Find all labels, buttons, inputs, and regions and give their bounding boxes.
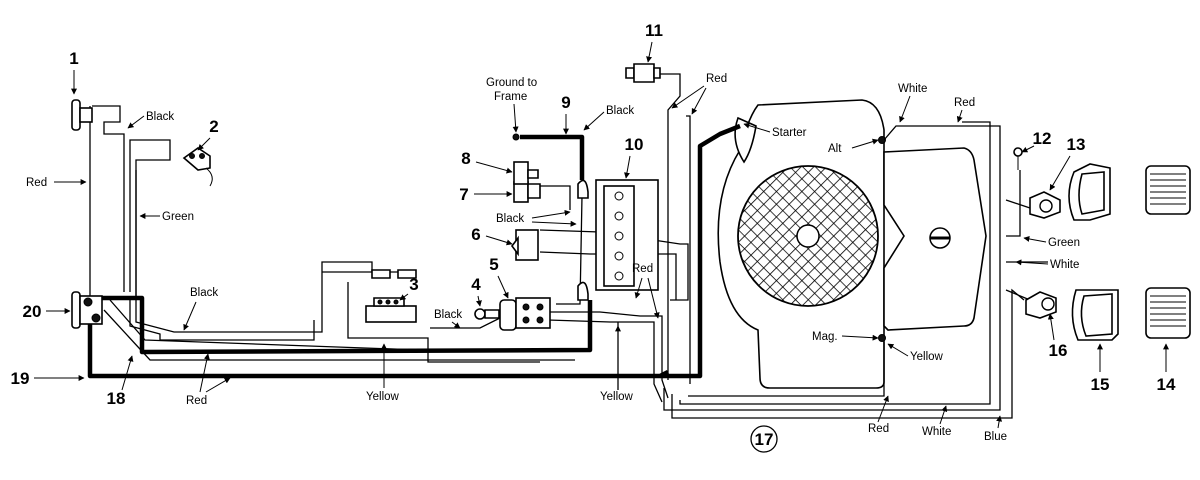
label-yellow-right: Yellow — [910, 351, 944, 363]
callouts: 1 2 3 4 5 6 7 8 9 10 11 12 13 14 15 16 1… — [11, 21, 1176, 408]
callout-20: 20 — [23, 302, 42, 321]
label-red-top-right: Red — [954, 97, 975, 109]
label-white-top: White — [898, 83, 927, 95]
component-14 — [1145, 165, 1191, 339]
component-3 — [365, 269, 417, 323]
component-16 — [1025, 291, 1057, 319]
label-black-lower-mid: Black — [434, 309, 462, 321]
label-red-bottom-right: Red — [868, 423, 889, 435]
callout-1: 1 — [69, 49, 78, 68]
label-starter: Starter — [772, 127, 807, 139]
label-blue-bottom: Blue — [984, 431, 1007, 443]
callout-14: 14 — [1157, 375, 1176, 394]
label-mag: Mag. — [812, 331, 838, 343]
label-red-mid: Red — [632, 263, 653, 275]
callout-4: 4 — [471, 275, 481, 294]
component-8 — [513, 161, 539, 185]
component-6 — [511, 229, 539, 261]
label-alt: Alt — [828, 143, 842, 155]
callout-3: 3 — [409, 275, 418, 294]
label-black-top: Black — [146, 111, 174, 123]
label-green-right: Green — [1048, 237, 1080, 249]
callout-11: 11 — [645, 21, 663, 40]
label-black-mid: Black — [496, 213, 524, 225]
component-5 — [499, 297, 551, 331]
callout-2: 2 — [209, 117, 218, 136]
component-10 — [577, 179, 659, 301]
component-11 — [625, 63, 661, 83]
callout-15: 15 — [1091, 375, 1110, 394]
label-ground-line2: Frame — [494, 91, 527, 103]
label-white-right: White — [1050, 259, 1079, 271]
callout-12: 12 — [1033, 129, 1052, 148]
flywheel-hub — [796, 224, 820, 248]
label-green-left: Green — [162, 211, 194, 223]
component-4 — [474, 308, 500, 320]
callout-9: 9 — [561, 93, 570, 112]
label-red-left: Red — [26, 177, 47, 189]
component-7 — [513, 181, 541, 203]
callout-10: 10 — [625, 135, 644, 154]
callout-17-ring — [750, 425, 778, 453]
callout-5: 5 — [489, 255, 498, 274]
wire-labels: Black Red Green Black Red Yellow Ground … — [26, 73, 1080, 443]
callout-19: 19 — [11, 369, 30, 388]
label-ground-line1: Ground to — [486, 77, 537, 89]
callout-13: 13 — [1067, 135, 1086, 154]
label-black-lower-left: Black — [190, 287, 218, 299]
callout-8: 8 — [461, 149, 470, 168]
callout-17: 17 — [755, 430, 774, 449]
component-13 — [1029, 163, 1111, 221]
callout-6: 6 — [471, 225, 480, 244]
callout-16: 16 — [1049, 341, 1068, 360]
callout-7: 7 — [459, 185, 468, 204]
label-black-9: Black — [606, 105, 634, 117]
engine: 17 — [717, 99, 987, 453]
label-yellow-mid: Yellow — [600, 391, 634, 403]
component-9 — [512, 133, 520, 141]
component-20 — [71, 291, 103, 329]
component-2 — [182, 147, 213, 187]
label-white-bottom-right: White — [922, 426, 951, 438]
callout-18: 18 — [107, 389, 126, 408]
label-red-top: Red — [706, 73, 727, 85]
component-12 — [1013, 147, 1023, 170]
component-1 — [71, 99, 93, 131]
component-15 — [1071, 289, 1119, 341]
label-red-bottom-left: Red — [186, 395, 207, 407]
label-yellow-bottom-left: Yellow — [366, 391, 400, 403]
